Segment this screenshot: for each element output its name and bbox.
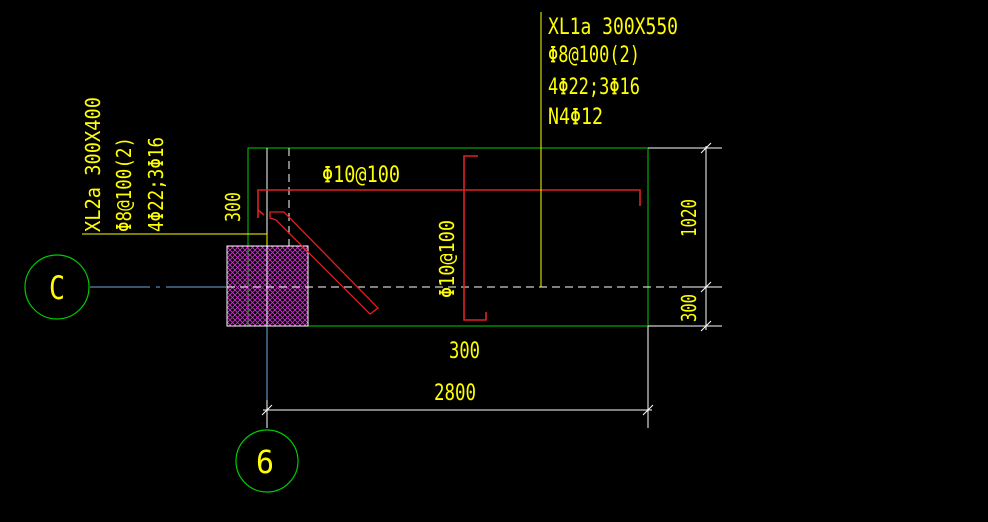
xl1a-name: XL1a 300X550	[548, 15, 678, 40]
dim-right-1020-group: 1020	[677, 199, 701, 237]
xl1a-main-bars: 4Φ22;3Φ16	[548, 75, 640, 100]
dim-right-1020: 1020	[677, 199, 701, 237]
dim-2800-tick-right	[642, 404, 654, 416]
slab-rebar-vertical-group: Φ10@100	[435, 220, 459, 298]
xl2a-stirrup: Φ8@100(2)	[112, 137, 136, 232]
dim-bottom-300: 300	[449, 339, 480, 364]
leader-xl2a	[82, 233, 268, 246]
axis-bubble-c	[24, 254, 90, 320]
axis-label-6: 6	[256, 443, 274, 481]
rebar-diagonal	[269, 211, 379, 315]
slab-outline	[247, 147, 649, 327]
dim-right-300-group: 300	[677, 294, 701, 322]
dim-right-tick-mid	[700, 281, 712, 293]
dim-bottom-2800: 2800	[434, 381, 476, 406]
axis-label-c: C	[49, 269, 65, 307]
slab-rebar-vertical-label: Φ10@100	[435, 220, 459, 298]
xl2a-main-bars: 4Φ22;3Φ16	[144, 137, 168, 232]
xl1a-side-bars: N4Φ12	[548, 105, 603, 130]
slab-rebar-top-label: Φ10@100	[322, 163, 400, 188]
dim-right-tick-top	[700, 142, 712, 154]
rebar-top-hook	[257, 209, 265, 216]
dim-2800-tick-left	[261, 404, 273, 416]
axis-bubble-6	[235, 429, 299, 493]
rebar-vertical	[463, 155, 487, 321]
dim-right-tick-bot	[700, 320, 712, 332]
xl2a-name: XL2a 300X400	[81, 97, 105, 232]
dim-right-300: 300	[677, 294, 701, 322]
xl2a-label-group: XL2a 300X400 Φ8@100(2) 4Φ22;3Φ16	[81, 97, 168, 232]
dim-left-300: 300	[221, 192, 245, 222]
dim-left-300-group: 300	[221, 192, 245, 222]
rebar-top	[257, 189, 641, 218]
xl1a-stirrup: Φ8@100(2)	[548, 43, 640, 68]
